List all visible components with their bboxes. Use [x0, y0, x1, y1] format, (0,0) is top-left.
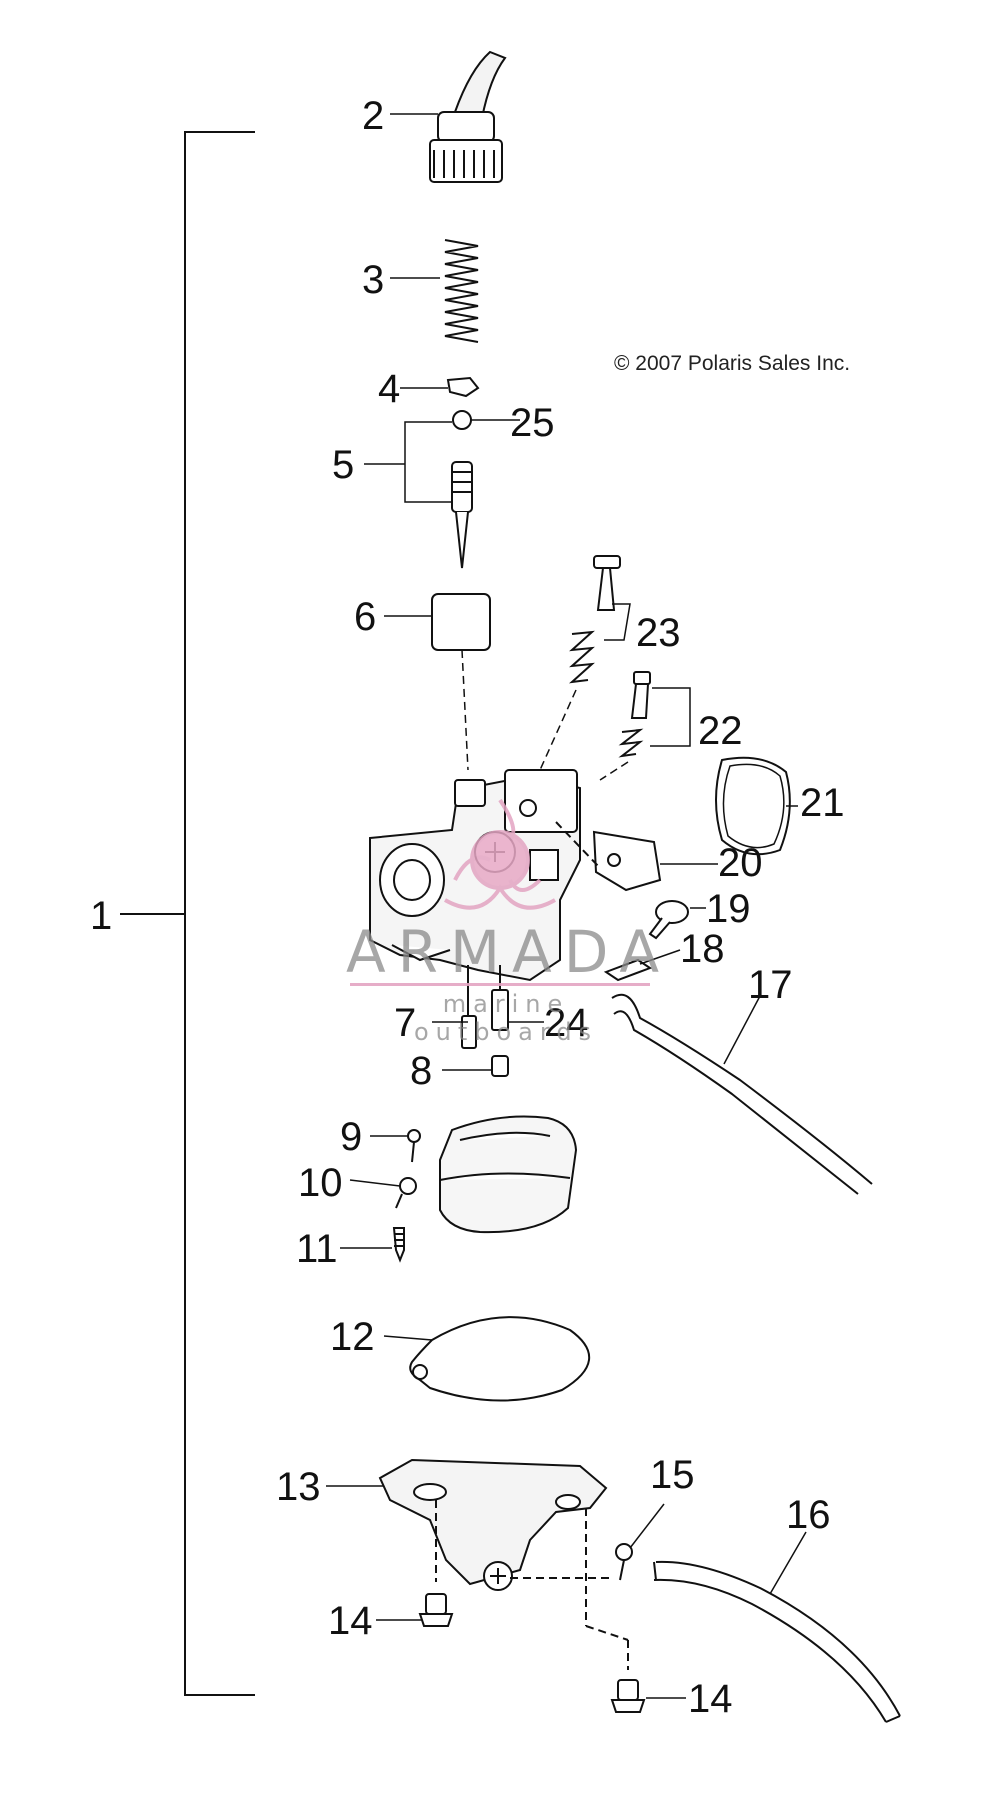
watermark-logo: [444, 798, 556, 910]
callout-15: 15: [650, 1453, 695, 1497]
part-carburetor-body: [369, 769, 581, 982]
part-pilot-jet: [491, 965, 509, 1031]
callout-8: 8: [410, 1049, 432, 1093]
callout-12: 12: [330, 1315, 375, 1359]
part-float: [439, 1115, 578, 1234]
part-float-bowl-gasket: [409, 1316, 590, 1402]
callout-24: 24: [544, 1001, 589, 1045]
part-cap-elbow: [429, 50, 507, 183]
part-drain-hose: [655, 1560, 901, 1717]
callout-23: 23: [636, 611, 681, 655]
part-clip-18: [603, 958, 653, 982]
part-jet-needle: [451, 461, 473, 569]
part-vent-hose: [611, 993, 873, 1185]
part-drain-screw-14b: [610, 1679, 646, 1713]
callout-16: 16: [786, 1493, 831, 1537]
part-pilot-screw: [568, 555, 621, 684]
watermark-brand: ARMADA: [346, 918, 672, 986]
callout-14b: 14: [688, 1677, 733, 1721]
part-hose-clamp: [615, 1543, 633, 1581]
watermark-underline: [350, 983, 650, 986]
callout-25: 25: [510, 401, 555, 445]
callout-13: 13: [276, 1465, 321, 1509]
watermark-tagline: marine outboards: [413, 990, 599, 1046]
callout-1: 1: [90, 894, 112, 938]
callout-2: 2: [362, 94, 384, 138]
callout-14a: 14: [328, 1599, 373, 1643]
callout-17: 17: [748, 963, 793, 1007]
part-e-ring: [452, 410, 472, 430]
part-drain-screw-14a: [418, 1593, 454, 1627]
part-throttle-slide: [431, 593, 491, 651]
part-o-ring: [715, 756, 791, 856]
part-main-jet: [461, 965, 477, 1049]
callout-20: 20: [718, 841, 763, 885]
callout-7: 7: [394, 1001, 416, 1045]
part-idle-screw: [618, 671, 651, 758]
callout-19: 19: [706, 887, 751, 931]
callout-18: 18: [680, 927, 725, 971]
part-screw-11: [392, 1227, 405, 1263]
part-float-valve: [395, 1177, 417, 1209]
part-float-pin: [407, 1129, 421, 1163]
callout-11: 11: [296, 1227, 338, 1271]
callout-10: 10: [298, 1161, 343, 1205]
part-spring: [444, 239, 479, 343]
part-clip: [446, 376, 480, 398]
callout-9: 9: [340, 1115, 362, 1159]
callout-21: 21: [800, 781, 845, 825]
assembly-bracket: [120, 131, 255, 1696]
callout-22: 22: [698, 709, 743, 753]
copyright-text: © 2007 Polaris Sales Inc.: [614, 352, 851, 375]
part-float-bowl: [378, 1458, 629, 1670]
dash-leader: [461, 649, 469, 771]
callout-3: 3: [362, 258, 384, 302]
callout-5: 5: [332, 443, 354, 487]
part-screw-19: [648, 900, 689, 940]
leader-lines: [326, 113, 807, 1699]
callout-6: 6: [354, 595, 376, 639]
callout-4: 4: [378, 367, 400, 411]
part-throttle-bracket: [555, 821, 662, 892]
part-plug: [491, 1055, 509, 1077]
